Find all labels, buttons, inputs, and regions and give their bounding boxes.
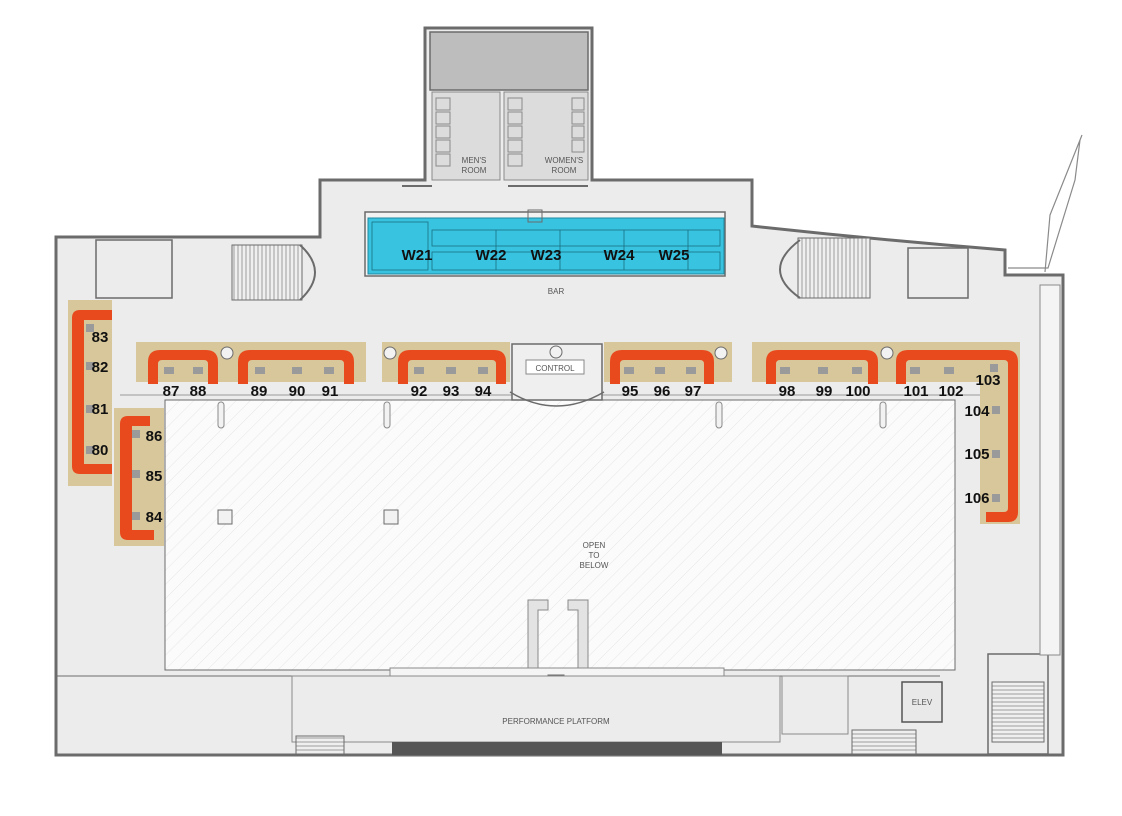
suite-104[interactable]: 104 <box>964 403 990 420</box>
service-room-right <box>907 247 969 299</box>
suite-96[interactable]: 96 <box>654 383 671 400</box>
suite-w25[interactable]: W25 <box>659 247 690 264</box>
mens-room-label-2: ROOM <box>462 166 487 175</box>
suite-90[interactable]: 90 <box>289 383 306 400</box>
stairs-bottom-right <box>851 729 917 755</box>
suite-101[interactable]: 101 <box>903 383 928 400</box>
suite-102[interactable]: 102 <box>938 383 963 400</box>
railing-posts <box>217 401 887 429</box>
womens-room-label-1: WOMEN'S <box>545 156 583 165</box>
suite-100[interactable]: 100 <box>845 383 870 400</box>
stairs-right <box>797 237 871 299</box>
womens-room-label-2: ROOM <box>552 166 577 175</box>
stairs-left <box>231 244 303 301</box>
open-to-below-area <box>164 399 956 671</box>
stairs-left-curve <box>299 244 316 301</box>
stairs-bottom-left <box>295 735 345 755</box>
open-to-below-label-3: BELOW <box>580 561 609 570</box>
womens-room <box>503 91 589 181</box>
suite-block-87-91 <box>136 342 366 382</box>
suite-88[interactable]: 88 <box>190 383 207 400</box>
performance-platform-label: PERFORMANCE PLATFORM <box>502 717 610 726</box>
elevator-label: ELEV <box>912 698 933 707</box>
open-to-below-label-1: OPEN <box>583 541 606 550</box>
suite-bar-92-94 <box>398 350 506 384</box>
suite-98[interactable]: 98 <box>779 383 796 400</box>
suite-85[interactable]: 85 <box>146 468 163 485</box>
suite-w22[interactable]: W22 <box>476 247 507 264</box>
restroom-stalls <box>435 97 585 167</box>
mens-room-label-1: MEN'S <box>462 156 487 165</box>
right-strip <box>1039 284 1061 656</box>
suite-bar-84-86 <box>120 416 154 540</box>
suite-82[interactable]: 82 <box>92 359 109 376</box>
suite-w21[interactable]: W21 <box>402 247 433 264</box>
suite-bar-80-83 <box>72 310 112 474</box>
suite-106[interactable]: 106 <box>964 490 989 507</box>
suite-bar-98-100 <box>766 350 878 384</box>
suite-80[interactable]: 80 <box>92 442 109 459</box>
suite-83[interactable]: 83 <box>92 329 109 346</box>
suite-81[interactable]: 81 <box>92 401 109 418</box>
seat-markers <box>86 324 1000 520</box>
bar-fixtures <box>371 221 721 271</box>
suite-89[interactable]: 89 <box>251 383 268 400</box>
suite-94[interactable]: 94 <box>475 383 492 400</box>
suite-bar-89-91 <box>238 350 354 384</box>
suite-bar-95-97 <box>610 350 714 384</box>
stairs-far-right <box>991 681 1045 743</box>
bar-label: BAR <box>548 287 565 296</box>
mens-room <box>431 91 501 181</box>
suite-92[interactable]: 92 <box>411 383 428 400</box>
suite-93[interactable]: 93 <box>443 383 460 400</box>
service-bottom-right <box>781 675 849 735</box>
open-to-below-label-2: TO <box>589 551 600 560</box>
suite-97[interactable]: 97 <box>685 383 702 400</box>
elevator <box>901 681 943 723</box>
column-1 <box>217 509 233 525</box>
suite-87[interactable]: 87 <box>163 383 180 400</box>
control-label: CONTROL <box>535 364 575 373</box>
suite-w24[interactable]: W24 <box>604 247 636 264</box>
suite-w23[interactable]: W23 <box>531 247 562 264</box>
performance-platform-area <box>291 675 781 743</box>
service-block <box>429 31 589 91</box>
exterior-line <box>1008 134 1083 273</box>
stage-front <box>392 742 722 755</box>
suite-91[interactable]: 91 <box>322 383 339 400</box>
suite-bar-87-88 <box>148 350 218 384</box>
service-room-left <box>95 239 173 299</box>
suite-86[interactable]: 86 <box>146 428 163 445</box>
suite-103[interactable]: 103 <box>975 372 1000 389</box>
suite-84[interactable]: 84 <box>146 509 163 526</box>
stairs-right-curve <box>779 239 801 299</box>
column-2 <box>383 509 399 525</box>
suite-99[interactable]: 99 <box>816 383 833 400</box>
suite-105[interactable]: 105 <box>964 446 989 463</box>
suite-95[interactable]: 95 <box>622 383 639 400</box>
